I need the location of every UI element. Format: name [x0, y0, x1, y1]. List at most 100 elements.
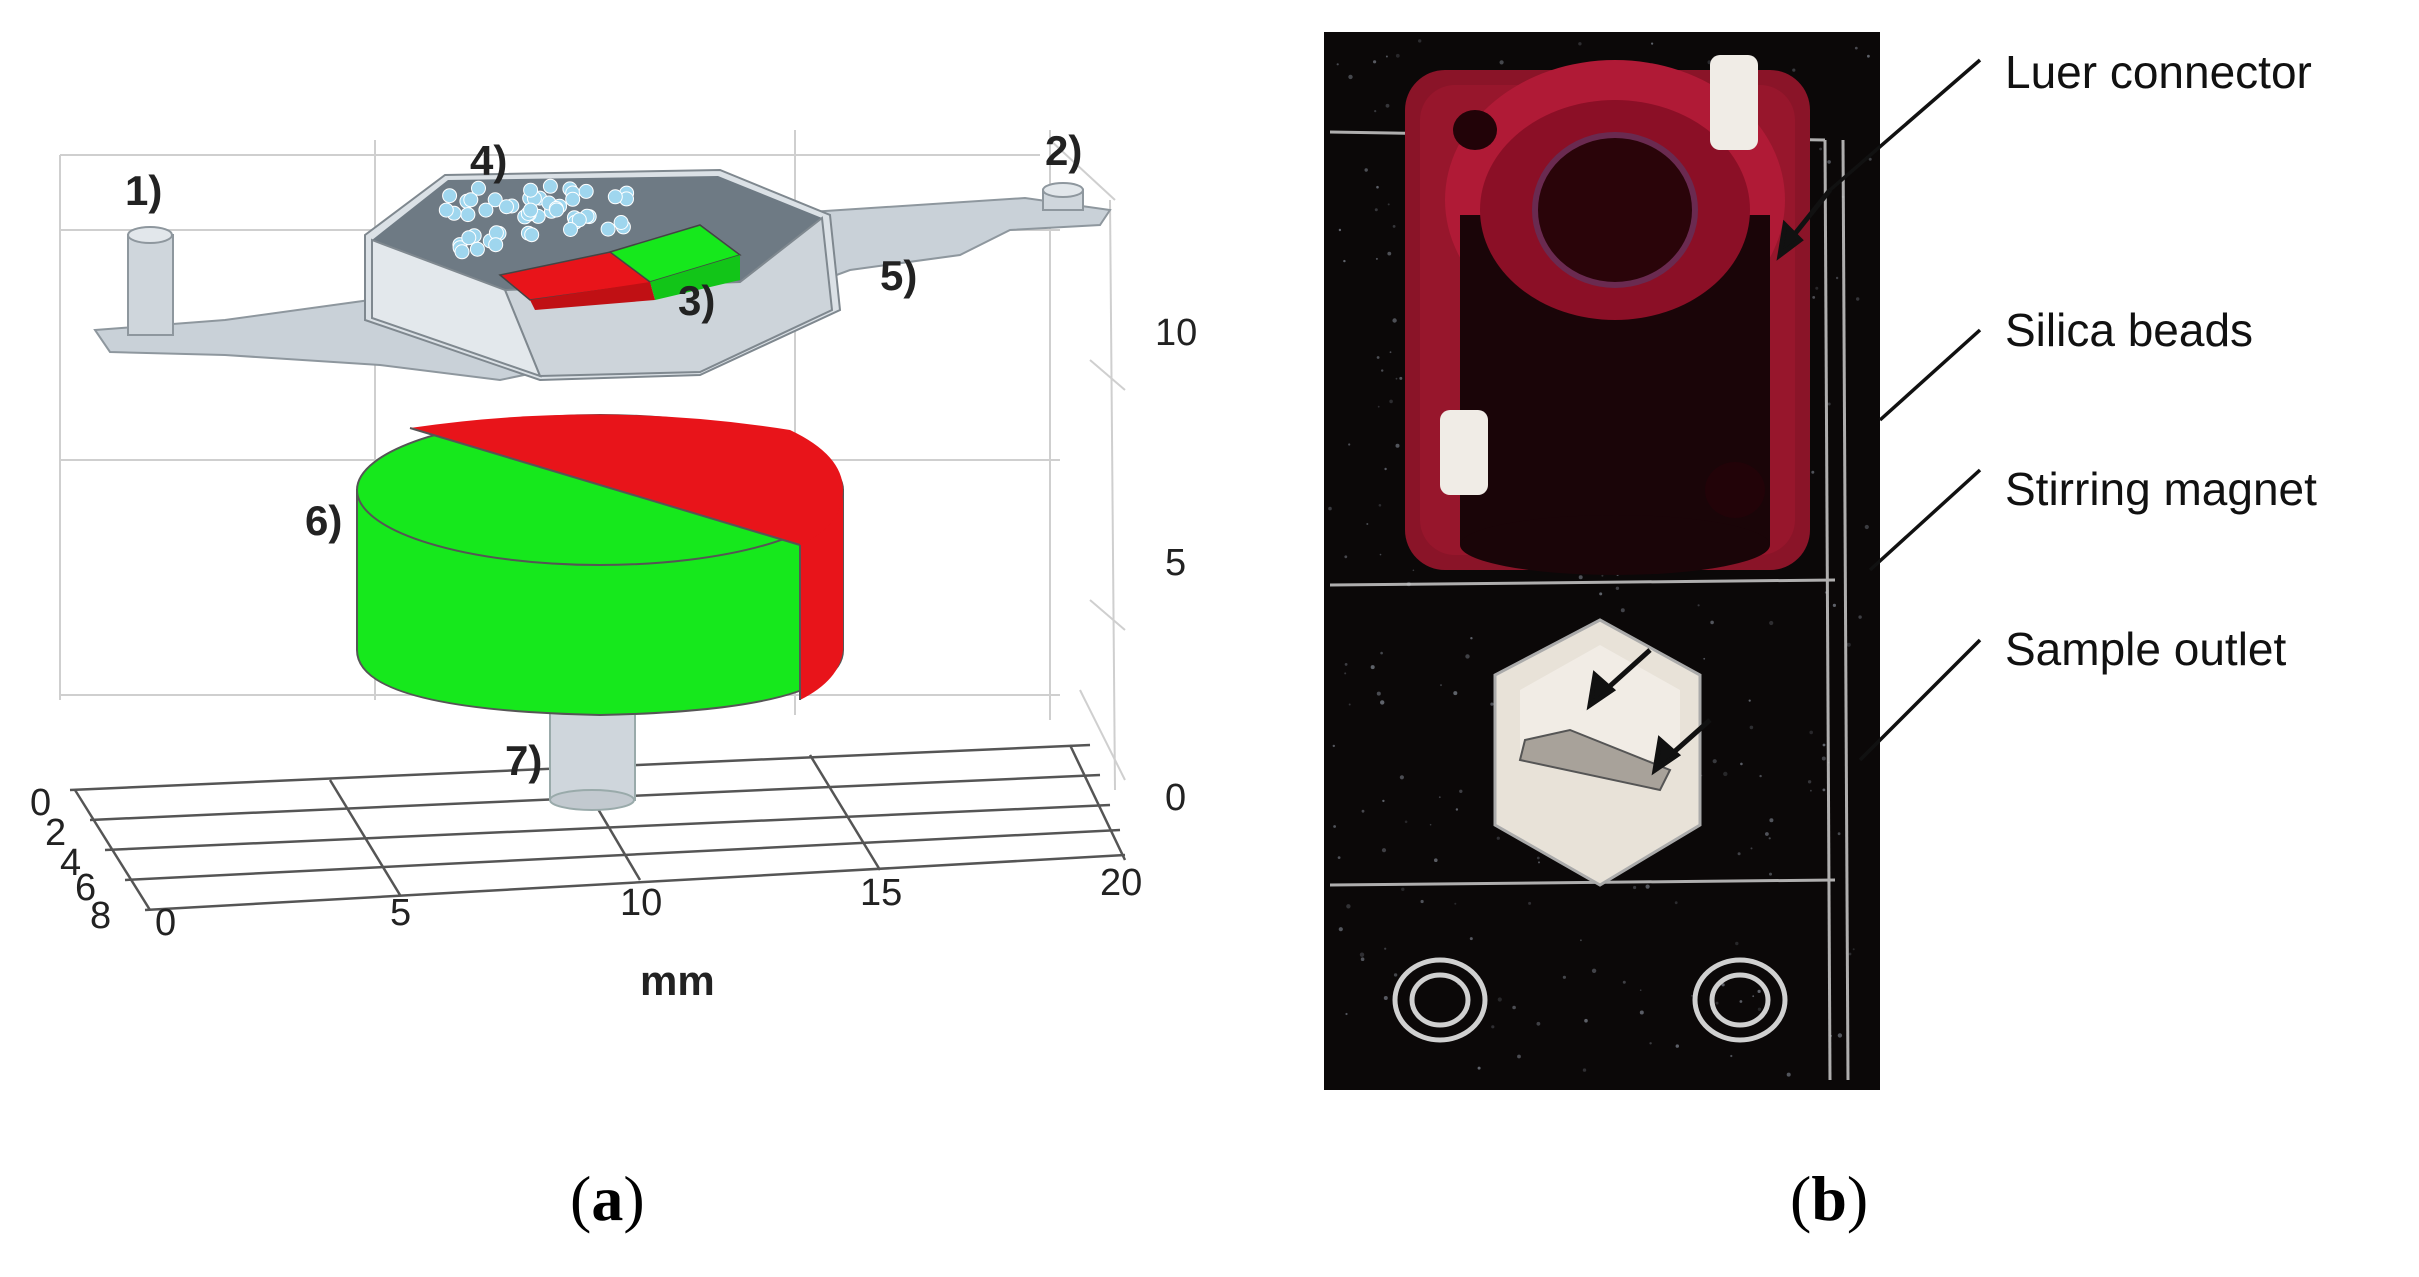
part-label-1: 1) [125, 167, 162, 214]
x-tick: 20 [1100, 862, 1142, 904]
speckle [1496, 836, 1500, 840]
speckle [1815, 286, 1819, 290]
part-label-2: 2) [1045, 127, 1082, 174]
speckle [1364, 168, 1368, 172]
x-tick: 5 [390, 892, 411, 934]
speckle [1477, 1066, 1481, 1070]
internal-arrows [1586, 188, 1832, 776]
caption-a: (a) [570, 1163, 645, 1234]
speckle [1538, 861, 1540, 864]
speckle [1827, 402, 1831, 406]
speckle [1469, 937, 1473, 941]
speckle [1338, 228, 1342, 232]
speckle [1399, 376, 1403, 380]
speckle [1768, 837, 1771, 840]
speckle [1723, 771, 1728, 777]
speckle [1395, 377, 1398, 380]
speckle [1578, 42, 1582, 46]
speckle [1465, 654, 1470, 659]
speckle [1497, 997, 1502, 1002]
speckle [1599, 592, 1603, 596]
speckle [1735, 941, 1739, 946]
speckle [1615, 586, 1620, 590]
speckle [1620, 608, 1625, 613]
bead [460, 207, 476, 223]
speckle [1380, 651, 1383, 655]
speckle [1769, 620, 1774, 626]
bead [578, 183, 594, 199]
speckle [1835, 276, 1839, 280]
bead [600, 221, 616, 237]
speckle [1864, 524, 1869, 530]
speckle [1344, 663, 1348, 666]
speckle [1384, 467, 1387, 471]
bead [469, 241, 485, 257]
bead [523, 202, 539, 218]
callout-silica-beads: Silica beads [2005, 304, 2253, 356]
caption-b-close: ) [1847, 1163, 1868, 1234]
speckle [1385, 55, 1388, 58]
speckle [1359, 952, 1365, 957]
callout-sample-outlet: Sample outlet [2005, 623, 2286, 675]
speckle [1737, 852, 1741, 856]
speckle [1837, 1033, 1843, 1038]
speckle [1715, 1001, 1719, 1005]
speckle [1580, 939, 1582, 942]
speckle [1649, 1042, 1652, 1045]
speckle [1348, 703, 1351, 706]
speckle [1786, 1072, 1791, 1077]
speckle [1848, 952, 1852, 956]
speckle [1344, 555, 1348, 559]
speckle [1809, 730, 1813, 735]
bead [442, 188, 458, 204]
speckle [1697, 604, 1700, 607]
part-label-7: 7) [505, 737, 542, 784]
speckle [1639, 1010, 1644, 1015]
speckle [1440, 684, 1442, 687]
speckle [1584, 1018, 1588, 1023]
panel-b-photo: Luer connector Silica beads Stirring mag… [1324, 32, 2317, 1234]
speckle [1578, 575, 1583, 580]
speckle [1412, 569, 1415, 572]
speckle [1536, 856, 1540, 860]
speckle [1332, 744, 1336, 748]
speckle [1344, 672, 1347, 675]
speckle [1562, 975, 1566, 979]
speckle [1792, 68, 1796, 72]
speckle [1721, 983, 1725, 987]
speckle [1757, 989, 1761, 994]
speckle [1846, 642, 1851, 647]
speckle [1517, 1054, 1521, 1059]
x-tick: 0 [155, 902, 176, 944]
bead [438, 202, 454, 218]
bead [565, 191, 581, 207]
speckle [1769, 872, 1772, 876]
bead [523, 182, 539, 198]
speckle [1675, 1044, 1680, 1048]
y-tick: 0 [30, 782, 51, 824]
bead [454, 244, 470, 260]
speckle [1380, 700, 1385, 705]
speckle [1868, 157, 1872, 161]
speckle [1348, 443, 1351, 446]
speckle [1395, 443, 1400, 448]
speckle [1373, 60, 1377, 64]
speckle [1651, 42, 1654, 45]
speckle [1404, 820, 1408, 824]
speckle [1691, 994, 1693, 997]
y-tick: 8 [90, 895, 111, 937]
callout-stirring-magnet: Stirring magnet [2005, 463, 2317, 515]
speckle [1748, 699, 1751, 702]
speckle [1387, 251, 1392, 256]
bead [488, 237, 504, 253]
speckle [1438, 796, 1441, 799]
speckle [1807, 780, 1812, 784]
speckle [1499, 60, 1504, 65]
speckle [1337, 856, 1341, 859]
speckle [1453, 691, 1458, 696]
speckle [1769, 818, 1774, 823]
speckle [1710, 620, 1714, 625]
speckle [1582, 1068, 1587, 1072]
silica-beads-model [438, 178, 635, 260]
